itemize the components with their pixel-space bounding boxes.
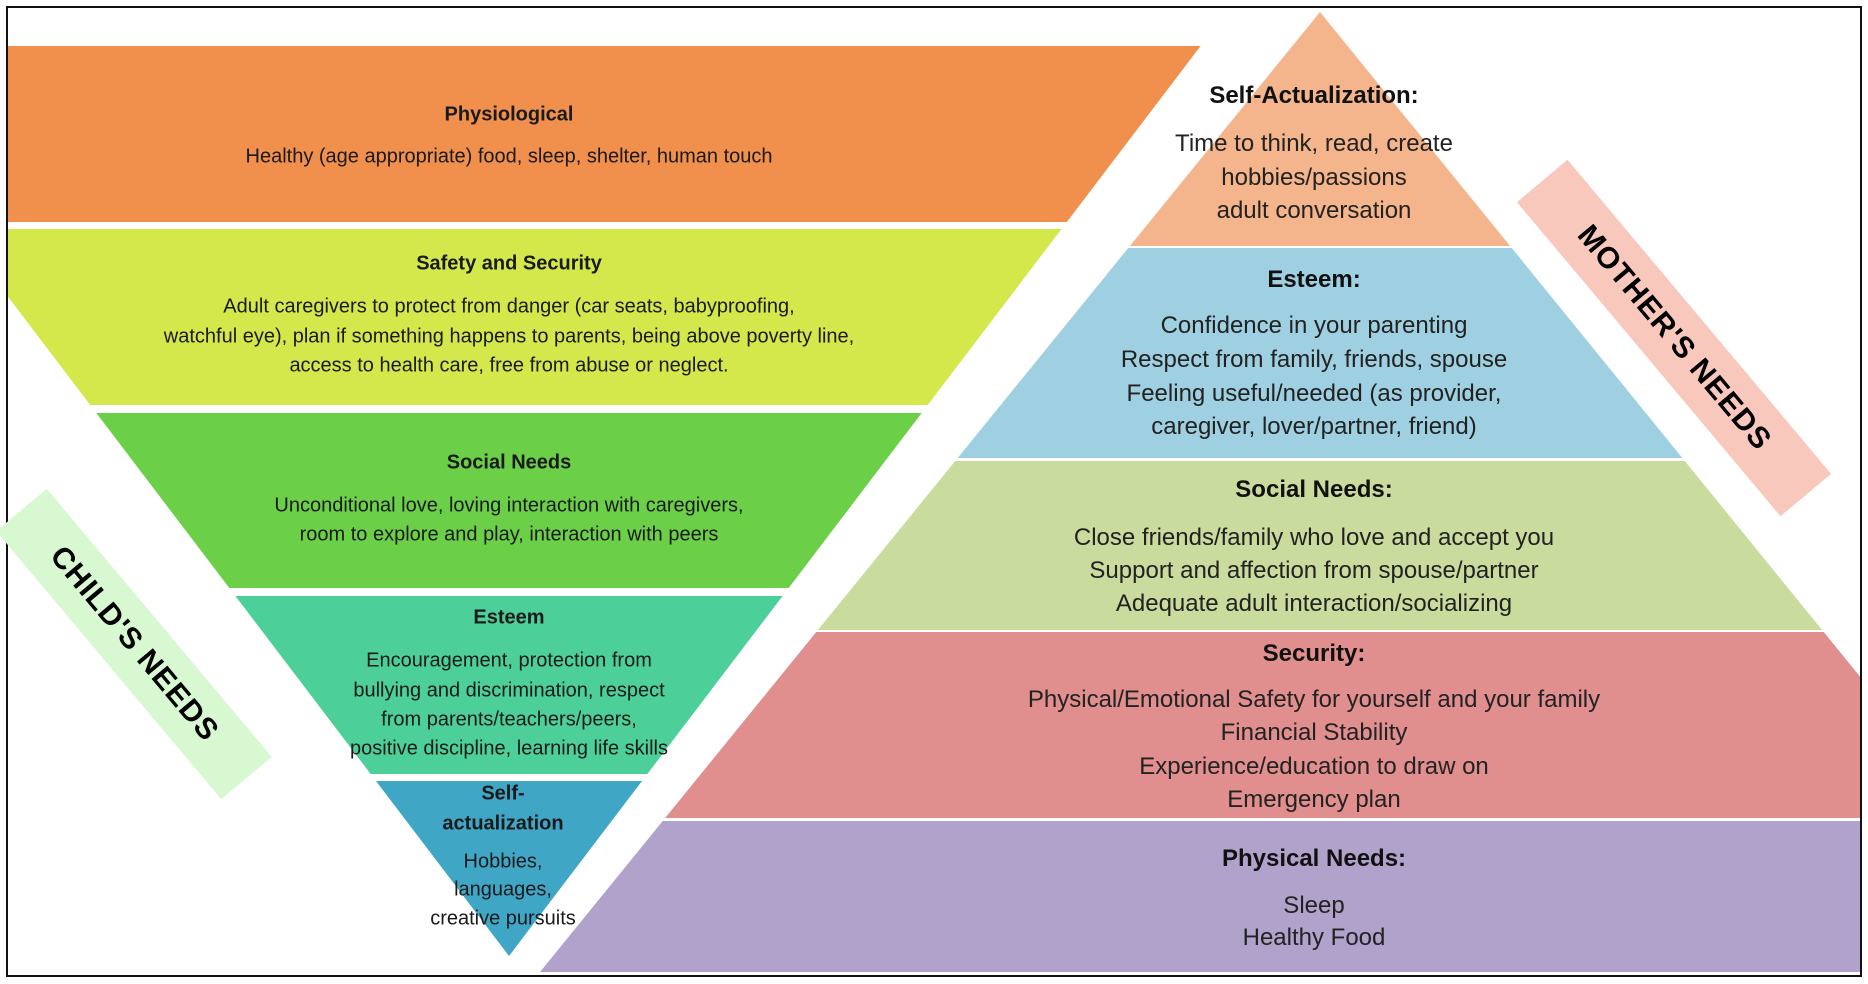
mother-self-actualization-band [1129,12,1511,246]
mother-self-actualization-text: hobbies/passions [1221,164,1407,191]
child-esteem-text: Encouragement, protection from [366,649,652,672]
mother-social-text: Adequate adult interaction/socializing [1115,590,1513,617]
child-social-band [96,413,922,588]
mother-security-title: Security: [1262,640,1366,667]
child-esteem-band [235,596,783,774]
mother-esteem-band [957,248,1683,458]
mother-physical-title: Physical Needs: [1221,845,1407,872]
child-self-actualization-text: languages, [454,878,552,901]
mother-security-text: Emergency plan [1227,786,1401,813]
child-esteem-title: Esteem [473,606,545,629]
mother-self-actualization-text: Time to think, read, create [1175,130,1453,157]
child-self-actualization-title: Self- [481,782,525,805]
child-esteem-text: bullying and discrimination, respect [353,679,665,702]
diagram-border [6,6,1862,977]
child-physiological-title: Physiological [444,103,574,126]
child-social-title: Social Needs [446,451,572,474]
child-self-actualization-text: Hobbies, [463,850,543,873]
mother-physical-text: Sleep [1283,892,1345,919]
mother-self-actualization-text: adult conversation [1216,197,1412,224]
child-social-text: Unconditional love, loving interaction w… [274,494,744,517]
mother-esteem-title: Esteem: [1267,266,1361,293]
child-physiological-band [8,46,1201,222]
child-self-actualization-band [376,781,642,956]
child-esteem-text: from parents/teachers/peers, [381,708,637,731]
child-safety-text: access to health care, free from abuse o… [289,354,729,377]
child-safety-text: Adult caregivers to protect from danger … [223,295,795,318]
mother-esteem-text: caregiver, lover/partner, friend) [1151,413,1477,440]
mother-security-band [665,632,1860,818]
child-self-actualization-title-2: actualization [442,812,564,835]
mother-physical-text: Healthy Food [1242,924,1386,951]
mother-security-text: Physical/Emotional Safety for yourself a… [1027,686,1601,713]
mother-esteem-text: Feeling useful/needed (as provider, [1126,380,1502,407]
mother-social-text: Close friends/family who love and accept… [1073,524,1555,551]
mother-physical-band [540,821,1860,972]
mother-esteem-text: Confidence in your parenting [1160,312,1468,339]
child-safety-band [8,229,1062,405]
child-esteem-text: positive discipline, learning life skill… [350,737,668,760]
child-safety-text: watchful eye), plan if something happens… [163,325,855,348]
mother-esteem-text: Respect from family, friends, spouse [1120,346,1508,373]
mother-security-text: Experience/education to draw on [1139,753,1489,780]
child-physiological-text: Healthy (age appropriate) food, sleep, s… [245,145,773,168]
mother-social-band [817,461,1823,630]
mother-security-text: Financial Stability [1220,719,1408,746]
child-safety-title: Safety and Security [416,252,602,275]
mother-social-text: Support and affection from spouse/partne… [1089,557,1539,584]
mother-social-title: Social Needs: [1235,476,1393,503]
mother-self-actualization-title: Self-Actualization: [1209,82,1419,109]
child-self-actualization-text: creative pursuits [430,907,576,930]
child-social-text: room to explore and play, interaction wi… [299,523,719,546]
